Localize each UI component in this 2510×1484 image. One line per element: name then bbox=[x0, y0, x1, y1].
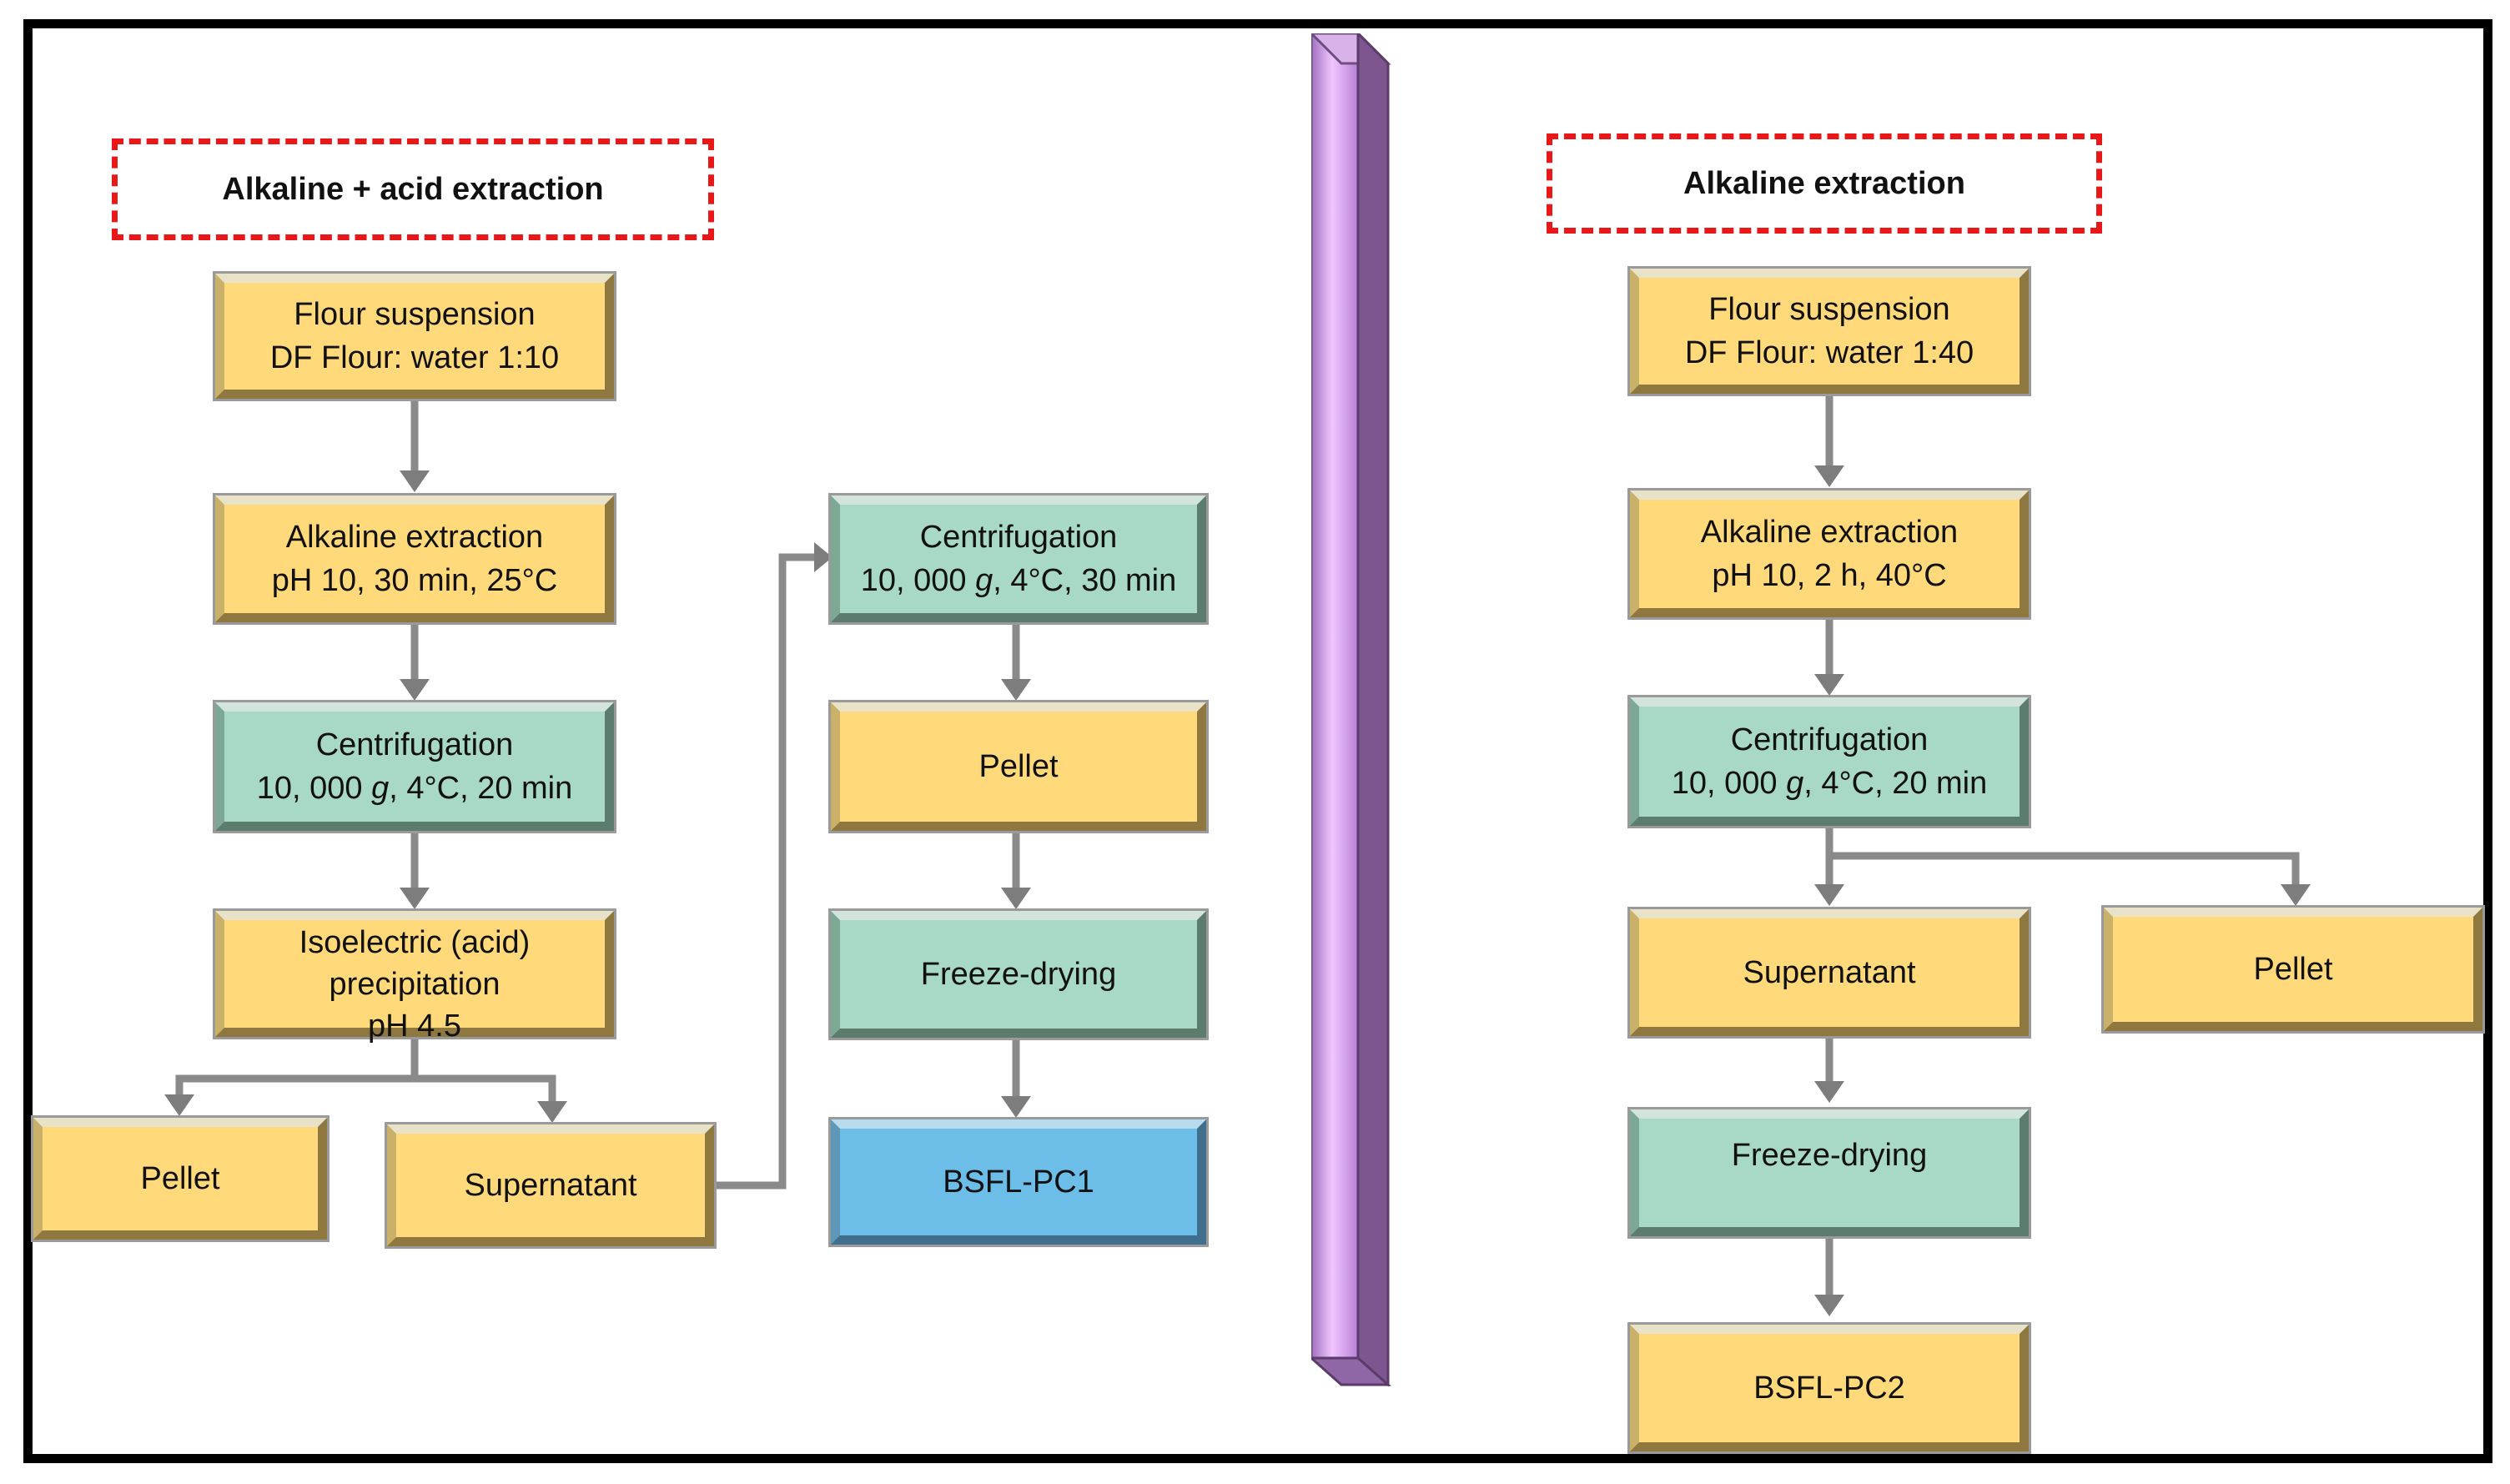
arrow-isoelectric-to-supernatant bbox=[415, 1074, 556, 1104]
arrowhead bbox=[814, 542, 832, 572]
box-line: pH 10, 2 h, 40°C bbox=[1712, 558, 1947, 593]
arrowhead bbox=[1814, 1295, 1844, 1316]
arrowhead bbox=[1001, 888, 1031, 909]
arrowhead bbox=[164, 1094, 194, 1116]
box-line: pH 10, 30 min, 25°C bbox=[271, 563, 558, 598]
arrowhead bbox=[1814, 1081, 1844, 1103]
arrowhead bbox=[400, 679, 430, 701]
left-product-box: BSFL-PC1 bbox=[831, 1119, 1206, 1245]
left-pellet-box: Pellet bbox=[33, 1118, 327, 1240]
speed-suffix: , 4°C, 20 min bbox=[1803, 766, 1988, 801]
arrow-centrifugation-to-pellet-right bbox=[1829, 852, 2300, 888]
speed-suffix: , 4°C, 20 min bbox=[389, 771, 573, 806]
box-line: Freeze-drying bbox=[920, 957, 1117, 992]
box-line: Supernatant bbox=[464, 1168, 637, 1203]
arrowhead bbox=[1814, 884, 1844, 906]
right-method-title: Alkaline extraction bbox=[1547, 133, 2102, 234]
box-line: Pellet bbox=[140, 1161, 220, 1196]
arrowhead bbox=[1001, 679, 1031, 701]
right-supernatant-box: Supernatant bbox=[1630, 909, 2029, 1036]
box-line: Flour suspension bbox=[1708, 292, 1950, 327]
box-line: Isoelectric (acid) bbox=[299, 925, 531, 960]
box-line: Freeze-drying bbox=[1731, 1138, 1928, 1173]
arrowhead bbox=[1814, 465, 1844, 487]
box-line: Supernatant bbox=[1743, 955, 1916, 990]
box-line: DF Flour: water 1:40 bbox=[1684, 335, 1974, 370]
box-line: BSFL-PC2 bbox=[1753, 1371, 1905, 1406]
g-unit: g bbox=[1786, 766, 1804, 801]
left-isoelectric-precipitation-box: Isoelectric (acid) precipitation pH 4.5 bbox=[215, 911, 614, 1044]
figure-frame bbox=[23, 19, 2492, 1463]
box-line: precipitation bbox=[329, 967, 500, 1002]
right-method-title-text: Alkaline extraction bbox=[1683, 165, 1965, 201]
right-flour-suspension-box: Flour suspension DF Flour: water 1:40 bbox=[1630, 269, 2029, 394]
box-line: BSFL-PC1 bbox=[943, 1165, 1094, 1200]
box-line: Pellet bbox=[978, 749, 1059, 784]
box-line: 10, 000 g, 4°C, 30 min bbox=[861, 559, 1177, 602]
divider-pillar bbox=[1311, 33, 1391, 1386]
arrowhead bbox=[1814, 674, 1844, 696]
left-method-title: Alkaline + acid extraction bbox=[112, 138, 714, 240]
box-line: Flour suspension bbox=[294, 297, 536, 332]
box-line: Centrifugation bbox=[1730, 722, 1929, 757]
arrowhead bbox=[537, 1101, 567, 1123]
arrowhead bbox=[1001, 1096, 1031, 1118]
left-alkaline-extraction-box: Alkaline extraction pH 10, 30 min, 25°C bbox=[215, 496, 614, 622]
speed-suffix: , 4°C, 30 min bbox=[993, 563, 1177, 598]
box-line: 10, 000 g, 4°C, 20 min bbox=[1672, 762, 1988, 805]
arrowhead bbox=[400, 470, 430, 492]
right-pellet-box: Pellet bbox=[2104, 908, 2482, 1031]
left-centrifugation2-box: Centrifugation 10, 000 g, 4°C, 30 min bbox=[831, 496, 1206, 622]
left-supernatant-box: Supernatant bbox=[387, 1124, 714, 1246]
left-centrifugation-box: Centrifugation 10, 000 g, 4°C, 20 min bbox=[215, 702, 614, 831]
right-alkaline-extraction-box: Alkaline extraction pH 10, 2 h, 40°C bbox=[1630, 490, 2029, 617]
right-product-box: BSFL-PC2 bbox=[1630, 1325, 2029, 1451]
arrowhead bbox=[2281, 884, 2311, 906]
box-line: Pellet bbox=[2253, 952, 2333, 987]
right-freeze-drying-box: Freeze-drying bbox=[1630, 1109, 2029, 1236]
box-line: Alkaline extraction bbox=[285, 520, 544, 555]
speed-prefix: 10, 000 bbox=[256, 771, 372, 806]
box-line: Alkaline extraction bbox=[1700, 515, 1959, 550]
box-line: DF Flour: water 1:10 bbox=[269, 340, 560, 375]
speed-prefix: 10, 000 bbox=[860, 563, 976, 598]
box-line: Centrifugation bbox=[315, 727, 514, 762]
right-centrifugation-box: Centrifugation 10, 000 g, 4°C, 20 min bbox=[1630, 697, 2029, 826]
box-line: pH 4.5 bbox=[368, 1009, 461, 1044]
box-line: Centrifugation bbox=[919, 520, 1118, 555]
g-unit: g bbox=[975, 563, 993, 598]
left-method-title-text: Alkaline + acid extraction bbox=[222, 171, 604, 207]
left-flour-suspension-box: Flour suspension DF Flour: water 1:10 bbox=[215, 274, 614, 399]
speed-prefix: 10, 000 bbox=[1671, 766, 1787, 801]
left-pellet2-box: Pellet bbox=[831, 702, 1206, 831]
arrowhead bbox=[400, 888, 430, 909]
arrow-supernatant-to-centrifugation2 bbox=[714, 553, 817, 1190]
arrow-isoelectric-to-pellet bbox=[175, 1037, 419, 1098]
box-line: 10, 000 g, 4°C, 20 min bbox=[257, 767, 573, 810]
left-freeze-drying-box: Freeze-drying bbox=[831, 911, 1206, 1038]
g-unit: g bbox=[371, 771, 390, 806]
